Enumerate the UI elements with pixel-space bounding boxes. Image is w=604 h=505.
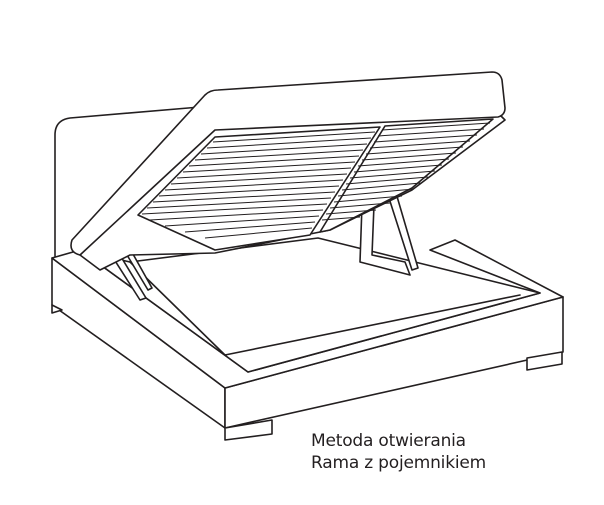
- lifted-mattress-top: [70, 71, 506, 256]
- cavity-inner-edge: [129, 261, 521, 356]
- foot-right: [526, 351, 563, 371]
- foot-left: [51, 304, 63, 314]
- caption-line-opening-method: Metoda otwierania: [311, 431, 466, 451]
- slats: [141, 122, 491, 239]
- slat-panel-left: [137, 126, 381, 251]
- caption: Metoda otwierania Rama z pojemnikiem: [311, 430, 486, 474]
- caption-line-frame-type: Rama z pojemnikiem: [311, 453, 486, 473]
- foot-front: [224, 419, 273, 441]
